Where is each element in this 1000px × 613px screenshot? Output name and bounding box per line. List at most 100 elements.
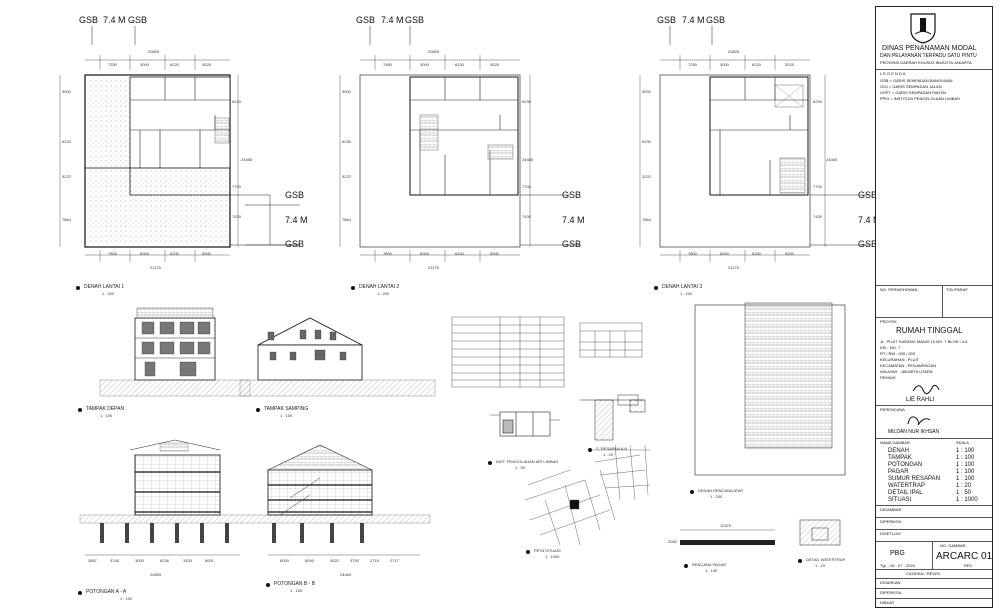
digambar-label: DIGAMBAR <box>880 507 902 512</box>
gsb-label: GSB <box>285 239 305 249</box>
planner-signature <box>907 416 931 426</box>
dim: 7800 <box>688 251 697 256</box>
dim: 6226 <box>160 558 169 563</box>
watertrap-detail <box>799 519 841 546</box>
title-markers <box>76 286 802 595</box>
disahkan-label: DISAHKAN <box>880 580 901 585</box>
agency-title: DINAS PENANAMAN MODAL <box>882 45 977 52</box>
drawing-name: DETAIL IPAL <box>888 490 923 496</box>
address-line: KECAMATAN : PENJARINGAN <box>880 363 937 368</box>
plan-scale: 1 : 200 <box>680 291 693 296</box>
gsb-label: GSB <box>562 239 582 249</box>
dim: 3222 <box>642 174 651 179</box>
perencana-label: PERENCANA <box>880 407 905 412</box>
dim: 6000 <box>420 251 429 256</box>
catatan-label: CATATAN / REVISI <box>906 571 940 576</box>
dim: 6220 <box>455 62 464 67</box>
dim-total: 24465 <box>340 572 352 577</box>
sheet-number: ARCARC 01 <box>936 551 993 562</box>
dim: 3325 <box>183 558 192 563</box>
dim: 7430 <box>813 214 822 219</box>
agency-subtitle: DAN PELAYANAN TERPADU SATU PINTU <box>880 53 977 59</box>
dim: 6000 <box>305 558 314 563</box>
detail-title: PETA SITUASI <box>534 548 561 553</box>
plan-scale: 1 : 200 <box>377 291 390 296</box>
drawing-name: PAGAR <box>888 469 909 475</box>
dim-bottom-total: 21175 <box>728 265 739 270</box>
setback-label: 7.4 M <box>381 15 404 25</box>
dim: 6200 <box>170 251 179 256</box>
dim-bottom-total: 21175 <box>428 265 439 270</box>
dim: 3022 <box>330 558 339 563</box>
setback-label: 7.4 M <box>103 15 126 25</box>
drawing-name: TAMPAK <box>888 455 912 461</box>
dim: 7800 <box>383 251 392 256</box>
dim: 7700 <box>813 184 822 189</box>
dim: 3000 <box>720 62 729 67</box>
dim: 7430 <box>232 214 241 219</box>
drawing-scale: 1 : 100 <box>956 455 975 461</box>
dim: 7250 <box>688 62 697 67</box>
dim: 3000 <box>62 89 71 94</box>
dim: 3025 <box>490 62 499 67</box>
situation-map <box>524 444 651 546</box>
drawing-name: SITUASI <box>888 497 912 503</box>
dim: 7700 <box>232 184 241 189</box>
gsb-lines <box>91 26 713 45</box>
ipal-calc-table <box>451 316 565 388</box>
legend-item: GSPT = GARIS SEMPADAN PANTAI <box>880 90 947 95</box>
resapan-detail <box>580 394 646 441</box>
gsb-label: GSB <box>128 15 148 25</box>
dim: 7700 <box>522 184 531 189</box>
code-label: PBG <box>890 550 905 557</box>
dim: 3000 <box>140 62 149 67</box>
dim: 2715 <box>370 558 379 563</box>
resapan-calc-table <box>579 322 643 358</box>
dim: 5000 <box>202 251 211 256</box>
planner-name: MILDAN NUR IKHSAN <box>888 429 940 435</box>
pemilik-label: PEMILIK <box>880 375 896 380</box>
setback-label: 7.4 M <box>682 15 705 25</box>
dim: 7864 <box>62 217 71 222</box>
plan-title: DENAH LANTAI 1 <box>84 284 125 290</box>
detail-scale: 1 : 20 <box>603 452 614 457</box>
detail-title: DENAH RENCANA ATAP <box>698 488 744 493</box>
diperiksa-label: DIPERIKSA <box>880 519 902 524</box>
elevation-scale: 1 : 100 <box>100 413 113 418</box>
legend-item: GSB = GARIS SEMPADAN BANGUNAN <box>880 78 953 83</box>
owner-signature <box>912 385 940 395</box>
dim: 6230 <box>522 99 531 104</box>
dim: 2050 <box>668 539 677 544</box>
dim: 24465 <box>826 157 838 162</box>
dim: 3867 <box>88 558 97 563</box>
elevation-scale: 1 : 100 <box>280 413 293 418</box>
drawing-name: WATERTRAP <box>888 483 925 489</box>
gsb-label: GSB <box>79 15 99 25</box>
dim: 7864 <box>342 217 351 222</box>
dim: 6000 <box>140 251 149 256</box>
dim: 3000 <box>135 558 144 563</box>
drawing-name: SUMUR RESAPAN <box>888 476 940 482</box>
dim: 3222 <box>62 174 71 179</box>
dim: 6000 <box>280 558 289 563</box>
gsb-label: GSB <box>657 15 677 25</box>
drawing-scale: 1 : 20 <box>956 483 972 489</box>
detail-title: S. RESAPAN A.H <box>596 446 628 451</box>
section-scale: 1 : 100 <box>120 596 133 601</box>
address-line: KELURAHAN : PLUIT <box>880 357 920 362</box>
dim: 6220 <box>62 139 71 144</box>
gsb-label: GSB <box>285 190 305 200</box>
address-line: WILAYAH : JAKARTA UTARA <box>880 369 933 374</box>
nama-gambar-label: NAMA GAMBAR <box>880 440 910 445</box>
dim: 3792 <box>350 558 359 563</box>
plan-scale: 1 : 200 <box>102 291 115 296</box>
detail-scale: 1 : 20 <box>815 563 826 568</box>
dim: 7480 <box>383 62 392 67</box>
setback-label: 7.4 M <box>285 215 308 225</box>
legend-item: PPKI = INSTITUSI PENGELOLAAN LIMBAH <box>880 96 960 101</box>
dim: 5000 <box>490 251 499 256</box>
owner-name: LIE RAHLI <box>906 397 935 403</box>
rev-label: REV <box>964 563 973 568</box>
floor-plan-3 <box>639 55 870 262</box>
detail-title: DETAIL WATERTRAP <box>806 557 846 562</box>
